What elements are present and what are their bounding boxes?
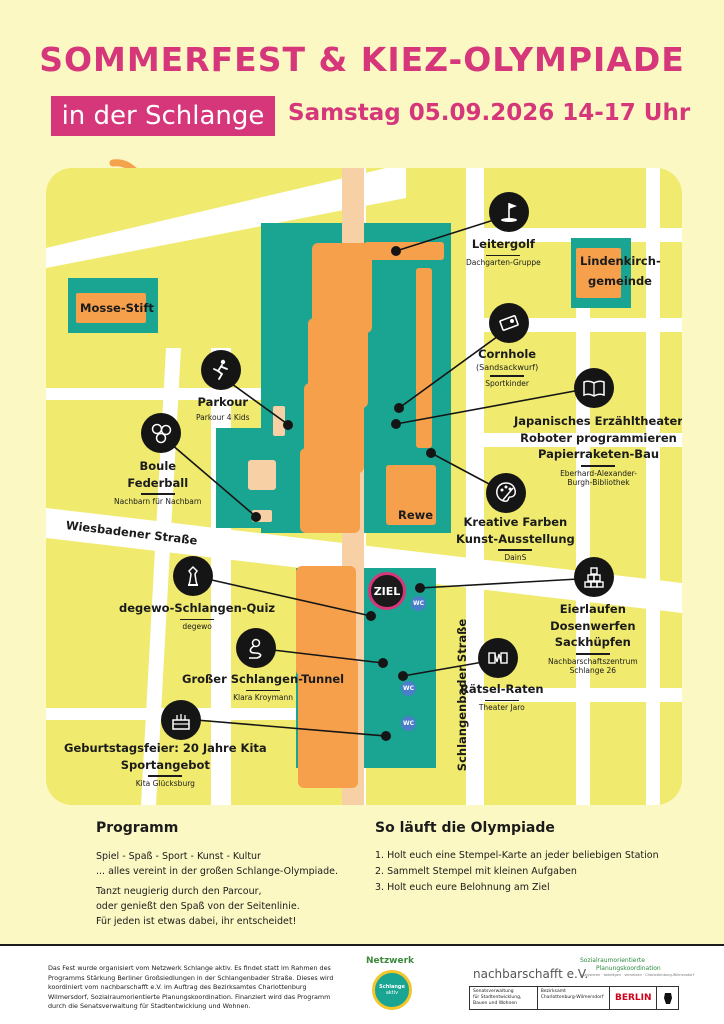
footer-divider xyxy=(0,944,724,946)
station-name: Parkour xyxy=(197,395,249,409)
station-parkour: Parkour Parkour 4 Kids xyxy=(196,394,250,422)
logo-word-aktiv: aktiv xyxy=(385,990,399,996)
station-name-1: Japanisches Erzähltheater xyxy=(514,414,682,428)
olympiade-steps: 1. Holt euch eine Stempel-Karte an jeder… xyxy=(375,848,659,896)
sozial-logo-1: Sozialraumorientierte xyxy=(580,957,645,964)
palette-icon xyxy=(486,473,526,513)
station-org: DainS xyxy=(504,552,527,562)
station-org: Nachbarn für Nachbarn xyxy=(114,496,202,506)
station-name: Leitergolf xyxy=(471,237,535,251)
station-boule: Boule Federball Nachbarn für Nachbarn xyxy=(114,458,202,506)
programm-text-5: Für jeden ist etwas dabei, ihr entscheid… xyxy=(96,916,297,927)
station-name-2: Kunst-Ausstellung xyxy=(456,531,575,546)
senat-line-2: für Stadtentwicklung, xyxy=(473,994,522,1000)
senat-cell: Senatsverwaltung für Stadtentwicklung, B… xyxy=(470,987,538,1009)
wc-icon: WC xyxy=(401,716,416,731)
bezirk-cell: Bezirksamt Charlottenburg-Wilmersdorf xyxy=(538,987,611,1009)
snake-icon xyxy=(236,628,276,668)
station-org: Dachgarten-Gruppe xyxy=(466,258,541,268)
lindenkirchgemeinde-label-1: Lindenkirch- xyxy=(580,254,661,268)
accordion-icon xyxy=(478,638,518,678)
olympiade-heading: So läuft die Olympiade xyxy=(375,820,555,836)
station-name-3: Papierraketen-Bau xyxy=(537,447,660,462)
station-name-2: Roboter programmieren xyxy=(520,430,677,445)
station-org: Theater Jaro xyxy=(478,703,525,713)
station-name: Rätsel-Raten xyxy=(460,682,544,696)
bezirk-line-1: Bezirksamt xyxy=(540,989,566,994)
station-cornhole: Cornhole (Sandsackwurf) Sportkinder xyxy=(476,346,538,388)
programm-text-3: Tanzt neugierig durch den Parcour, xyxy=(96,886,262,897)
programm-text-2: ... alles vereint in der großen Schlange… xyxy=(96,866,338,877)
programm-text-1: Spiel - Spaß - Sport - Kunst - Kultur xyxy=(96,851,261,862)
station-farben: Kreative Farben Kunst-Ausstellung DainS xyxy=(456,514,575,562)
event-title: SOMMERFEST & KIEZ-OLYMPIADE xyxy=(39,40,685,79)
ziel-marker: ZIEL xyxy=(368,572,406,610)
station-quiz: degewo-Schlangen-Quiz degewo xyxy=(119,600,275,631)
station-eierlaufen: Eierlaufen Dosenwerfen Sackhüpfen Nachba… xyxy=(548,601,638,675)
station-org-1: Eberhard-Alexander- xyxy=(560,468,637,478)
programm-text-4: oder genießt den Spaß von der Seitenlini… xyxy=(96,901,300,912)
programm-heading: Programm xyxy=(96,820,179,836)
cornhole-icon xyxy=(489,303,529,343)
station-name-1: Kreative Farben xyxy=(463,515,568,529)
station-org: Kita Glücksburg xyxy=(135,778,195,788)
cake-icon xyxy=(161,700,201,740)
wc-icon: WC xyxy=(411,596,426,611)
station-name-2: Sportangebot xyxy=(120,757,210,772)
festival-map: Mosse-Stift Lindenkirch- gemeinde Rewe W… xyxy=(46,168,682,805)
footer-credits: Das Fest wurde organisiert vom Netzwerk … xyxy=(48,964,334,1011)
senat-line-1: Senatsverwaltung xyxy=(473,989,514,994)
station-bibliothek: Japanisches Erzähltheater Roboter progra… xyxy=(514,413,682,487)
station-org: Parkour 4 Kids xyxy=(196,412,250,422)
station-org: Sportkinder xyxy=(485,378,529,388)
logo-word-schlange: Schlange xyxy=(379,984,405,990)
step-item: 1. Holt euch eine Stempel-Karte an jeder… xyxy=(375,850,659,861)
rewe-label: Rewe xyxy=(398,508,434,522)
date-time: Samstag 05.09.2026 14-17 Uhr xyxy=(288,100,691,126)
station-raetsel: Rätsel-Raten Theater Jaro xyxy=(460,681,544,712)
station-tunnel: Großer Schlangen-Tunnel Klara Kroymann xyxy=(182,671,344,702)
sozial-logo-2: Planungskoordination xyxy=(596,965,661,972)
sozial-logo-3: analysieren · beteiligen · vernetzen · C… xyxy=(580,973,695,977)
station-name: Cornhole xyxy=(478,347,537,361)
book-icon xyxy=(574,368,614,408)
lindenkirchgemeinde-label-2: gemeinde xyxy=(588,274,652,288)
parkour-icon xyxy=(201,350,241,390)
location-banner: in der Schlange xyxy=(51,96,275,136)
station-name-1: Eierlaufen xyxy=(559,602,626,616)
footer-band xyxy=(0,945,724,1024)
station-org: Klara Kroymann xyxy=(233,693,294,703)
station-name-2: Dosenwerfen xyxy=(550,618,636,633)
station-name: degewo-Schlangen-Quiz xyxy=(119,601,276,615)
chess-icon xyxy=(173,556,213,596)
step-item: 2. Sammelt Stempel mit kleinen Aufgaben xyxy=(375,866,577,878)
nachbarschafft-logo: nachbarschafft e.V. xyxy=(473,967,589,981)
senat-line-3: Bauen und Wohnen xyxy=(473,1000,518,1006)
cans-icon xyxy=(574,557,614,597)
berlin-bear-icon xyxy=(656,987,678,1009)
station-geburtstag: Geburtstagsfeier: 20 Jahre Kita Sportang… xyxy=(64,740,267,788)
station-org-2: Schlange 26 xyxy=(569,665,617,675)
wc-icon: WC xyxy=(401,681,416,696)
station-name: Großer Schlangen-Tunnel xyxy=(182,672,345,686)
station-name-2: Federball xyxy=(127,475,189,490)
netzwerk-logo-title: Netzwerk xyxy=(366,956,415,966)
station-org-2: Burgh-Bibliothek xyxy=(567,477,630,487)
station-org-1: Nachbarschaftszentrum xyxy=(548,656,638,666)
berlin-logo: BERLIN xyxy=(614,993,652,1003)
senat-box: Senatsverwaltung für Stadtentwicklung, B… xyxy=(469,986,679,1010)
bezirk-line-2: Charlottenburg-Wilmersdorf xyxy=(540,994,604,1000)
golf-icon xyxy=(489,192,529,232)
step-item: 3. Holt euch eure Belohnung am Ziel xyxy=(375,882,550,894)
boule-icon xyxy=(141,413,181,453)
station-name-1: Geburtstagsfeier: 20 Jahre Kita xyxy=(64,741,267,755)
station-name-3: Sackhüpfen xyxy=(554,635,631,650)
station-org: degewo xyxy=(182,622,212,632)
station-subtitle: (Sandsackwurf) xyxy=(476,362,539,372)
map-background xyxy=(46,168,682,805)
netzwerk-logo-icon: Schlange aktiv xyxy=(372,970,412,1010)
station-leitergolf: Leitergolf Dachgarten-Gruppe xyxy=(466,236,541,267)
station-name-1: Boule xyxy=(139,459,177,473)
mosse-stift-label: Mosse-Stift xyxy=(80,301,154,315)
